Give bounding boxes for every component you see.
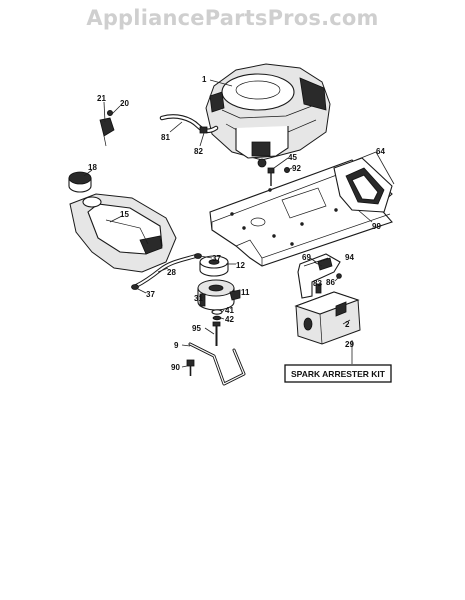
leader-lines (83, 79, 395, 368)
callout-12: 12 (236, 261, 245, 270)
callout-37a: 37 (212, 254, 221, 263)
callout-86: 86 (326, 278, 335, 287)
callout-82: 82 (194, 147, 203, 156)
electric-clutch[interactable] (197, 279, 241, 311)
bolt-95[interactable] (212, 321, 221, 346)
watermark: AppliancePartsPros.com (86, 6, 379, 30)
callout-99: 99 (372, 222, 381, 231)
exhaust-pipe[interactable] (297, 253, 341, 299)
lock-washer-42[interactable] (212, 315, 222, 321)
engine[interactable] (205, 63, 331, 168)
callout-83: 83 (313, 279, 322, 288)
spacer-31[interactable] (199, 293, 206, 307)
callout-69: 69 (302, 253, 311, 262)
heat-shield[interactable] (333, 157, 393, 213)
callout-92: 92 (292, 164, 301, 173)
callout-11: 11 (241, 288, 250, 297)
fuel-cap[interactable] (68, 171, 92, 193)
bolt-washer-21-20[interactable] (99, 110, 115, 147)
callout-41: 41 (225, 306, 234, 315)
callout-45: 45 (288, 153, 297, 162)
callout-9: 9 (174, 341, 179, 350)
callout-42: 42 (225, 315, 234, 324)
muffler[interactable] (294, 291, 361, 345)
nut-92[interactable] (283, 166, 290, 173)
bolt-90[interactable] (186, 359, 195, 376)
callout-31: 31 (194, 294, 203, 303)
fuel-tank[interactable] (69, 193, 177, 273)
screw-45[interactable] (267, 167, 275, 186)
callout-2: 2 (345, 320, 350, 329)
callout-64: 64 (376, 147, 385, 156)
callout-81: 81 (161, 133, 170, 142)
callout-18: 18 (88, 163, 97, 172)
callout-21: 21 (97, 94, 106, 103)
callout-20: 20 (120, 99, 129, 108)
pulley[interactable] (199, 255, 229, 277)
callout-95: 95 (192, 324, 201, 333)
callouts: 1 21 20 81 82 45 92 64 18 15 99 37 12 28… (88, 75, 385, 372)
fuel-line[interactable] (159, 114, 219, 134)
callout-28: 28 (167, 268, 176, 277)
callout-90: 90 (171, 363, 180, 372)
callout-1: 1 (202, 75, 207, 84)
spark-arrester-kit-label: SPARK ARRESTER KIT (291, 369, 386, 379)
clutch-bracket[interactable] (188, 342, 246, 386)
callout-94: 94 (345, 253, 354, 262)
gasket-83[interactable] (315, 283, 322, 294)
callout-15: 15 (120, 210, 129, 219)
callout-37b: 37 (146, 290, 155, 299)
washer-41[interactable] (211, 309, 223, 315)
spark-arrester-kit-box[interactable]: SPARK ARRESTER KIT (284, 364, 392, 383)
nut-86[interactable] (336, 273, 342, 279)
callout-29: 29 (345, 340, 354, 349)
